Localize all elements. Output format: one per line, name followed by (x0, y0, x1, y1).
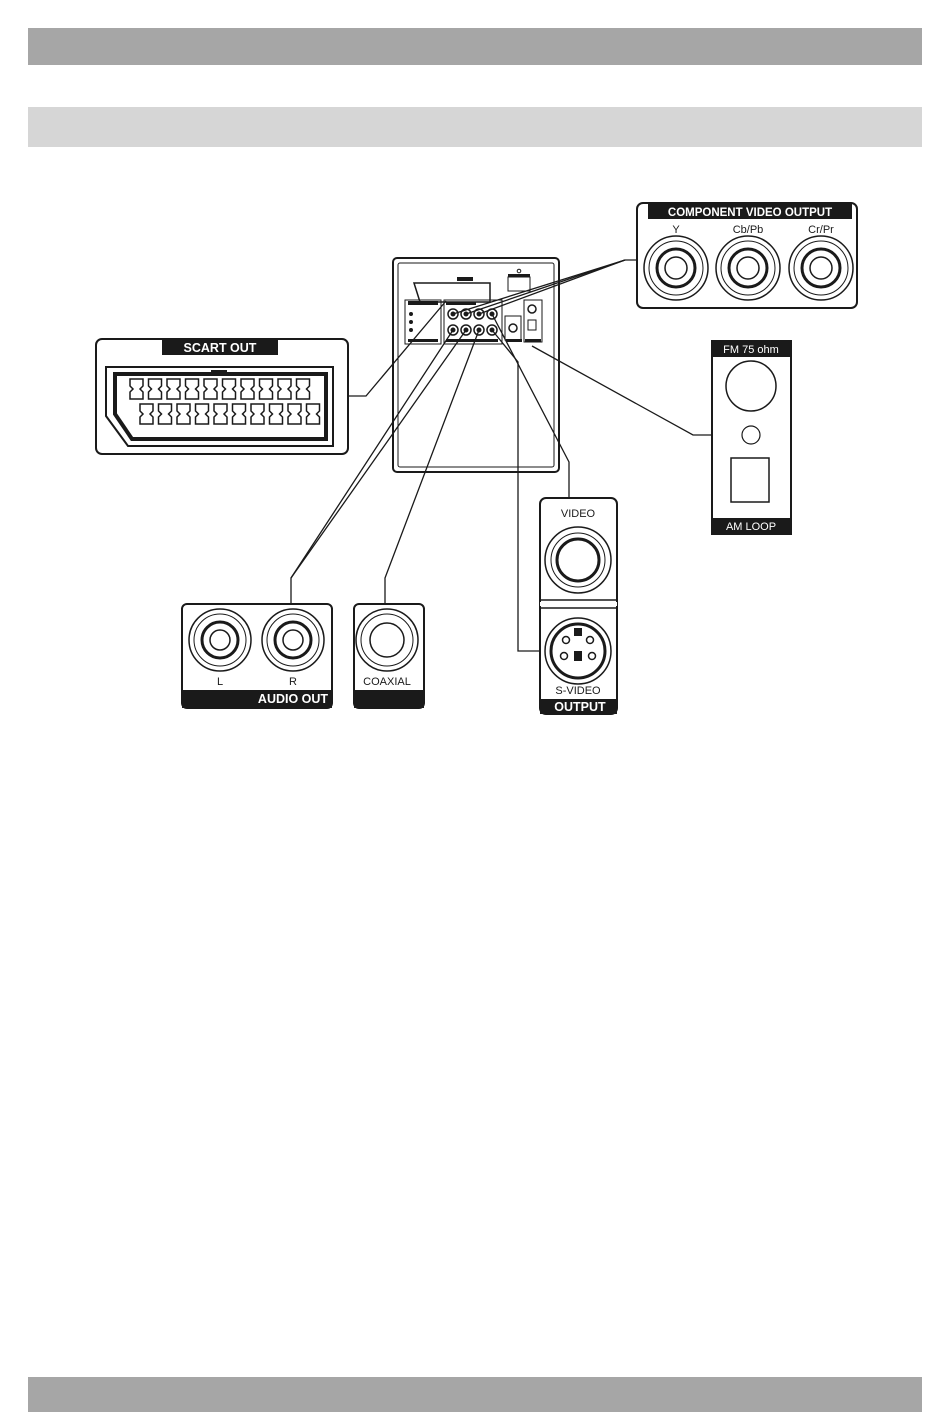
audio-label-l: L (217, 676, 223, 688)
svideo-label: S-VIDEO (555, 685, 601, 697)
fm-title: FM 75 ohm (723, 344, 779, 356)
video-output-box: VIDEO S-VIDEO OUTPUT (540, 498, 617, 714)
component-label-cr: Cr/Pr (808, 224, 834, 236)
component-label-y: Y (672, 224, 680, 236)
rear-panel (393, 258, 559, 472)
audio-out-box: L R AUDIO OUT (182, 604, 332, 708)
coaxial-band (354, 690, 424, 708)
component-video-output-box: COMPONENT VIDEO OUTPUT Y Cb/Pb Cr/Pr (637, 203, 857, 308)
coaxial-label: COAXIAL (363, 676, 411, 688)
scart-out-box: SCART OUT (96, 339, 348, 454)
component-title: COMPONENT VIDEO OUTPUT (668, 207, 832, 219)
antenna-box: FM 75 ohm AM LOOP (712, 341, 791, 534)
video-label: VIDEO (561, 508, 596, 520)
audio-label-r: R (289, 676, 297, 688)
audio-title: AUDIO OUT (258, 692, 329, 706)
scart-title: SCART OUT (184, 341, 257, 355)
am-title: AM LOOP (726, 521, 776, 533)
coaxial-box: COAXIAL (354, 604, 424, 708)
output-title: OUTPUT (554, 700, 606, 714)
component-label-cb: Cb/Pb (733, 224, 764, 236)
